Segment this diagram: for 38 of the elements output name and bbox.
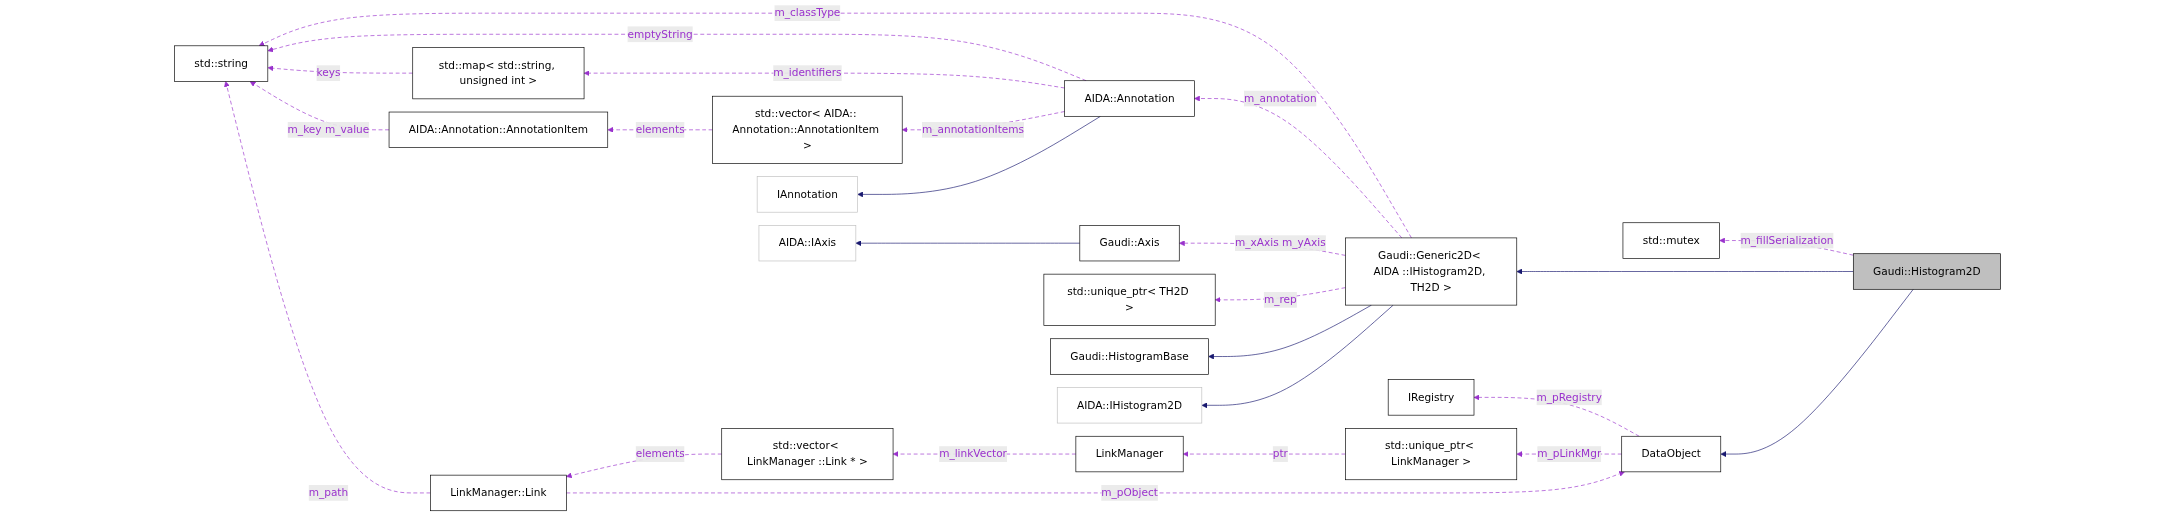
edge-label: m_annotationItems bbox=[921, 123, 1025, 136]
node-box: std::mutex bbox=[1622, 222, 1720, 259]
node-box: IAnnotation bbox=[756, 176, 858, 213]
node-box: IRegistry bbox=[1387, 379, 1475, 416]
edge-label: keys bbox=[316, 66, 341, 80]
node-box: DataObject bbox=[1621, 435, 1722, 473]
edge-label: m_rep bbox=[1263, 293, 1297, 306]
node-box: std::unique_ptr< TH2D > bbox=[1043, 273, 1216, 326]
node-box: AIDA::IAxis bbox=[758, 225, 857, 262]
node-box: LinkManager bbox=[1075, 435, 1184, 473]
node-box: Gaudi::Histogram2D bbox=[1853, 253, 2001, 290]
edge-label: elements bbox=[635, 447, 685, 460]
node-box: AIDA::Annotation bbox=[1064, 80, 1195, 117]
edge-label: m_classType bbox=[774, 6, 841, 20]
edge-label: emptyString bbox=[627, 27, 693, 41]
edge-label: ptr bbox=[1272, 447, 1288, 460]
node-box: Gaudi::Axis bbox=[1079, 225, 1180, 262]
node-box: std::map< std::string, unsigned int > bbox=[412, 47, 585, 100]
node-box: std::vector< AIDA:: Annotation::AnnotationItem > bbox=[712, 95, 903, 164]
edge-label: m_annotation bbox=[1244, 91, 1317, 105]
node-box: Gaudi::Generic2D< AIDA ::IHistogram2D, TH2D > bbox=[1345, 237, 1518, 306]
edge-label: elements bbox=[635, 123, 685, 136]
edge-label: m_identifiers bbox=[773, 66, 842, 80]
node-box: Gaudi::HistogramBase bbox=[1050, 338, 1209, 375]
node-box: LinkManager::Link bbox=[430, 474, 567, 512]
edge-label: m_linkVector bbox=[939, 447, 1007, 460]
node-box: std::vector< LinkManager ::Link * > bbox=[721, 428, 894, 481]
node-box: AIDA::IHistogram2D bbox=[1056, 387, 1203, 424]
edge-label: m_pRegistry bbox=[1536, 390, 1602, 404]
edge-label: m_pObject bbox=[1101, 486, 1158, 499]
edge-label: m_key m_value bbox=[287, 123, 370, 136]
node-box: std::unique_ptr< LinkManager > bbox=[1345, 428, 1518, 481]
edge-label: m_path bbox=[308, 486, 349, 499]
node-box: std::string bbox=[174, 45, 269, 82]
edge-label: m_pLinkMgr bbox=[1537, 447, 1602, 460]
edge-label: m_xAxis m_yAxis bbox=[1234, 236, 1326, 250]
node-box: AIDA::Annotation::AnnotationItem bbox=[388, 111, 609, 148]
edge-label: m_fillSerialization bbox=[1740, 233, 1834, 247]
